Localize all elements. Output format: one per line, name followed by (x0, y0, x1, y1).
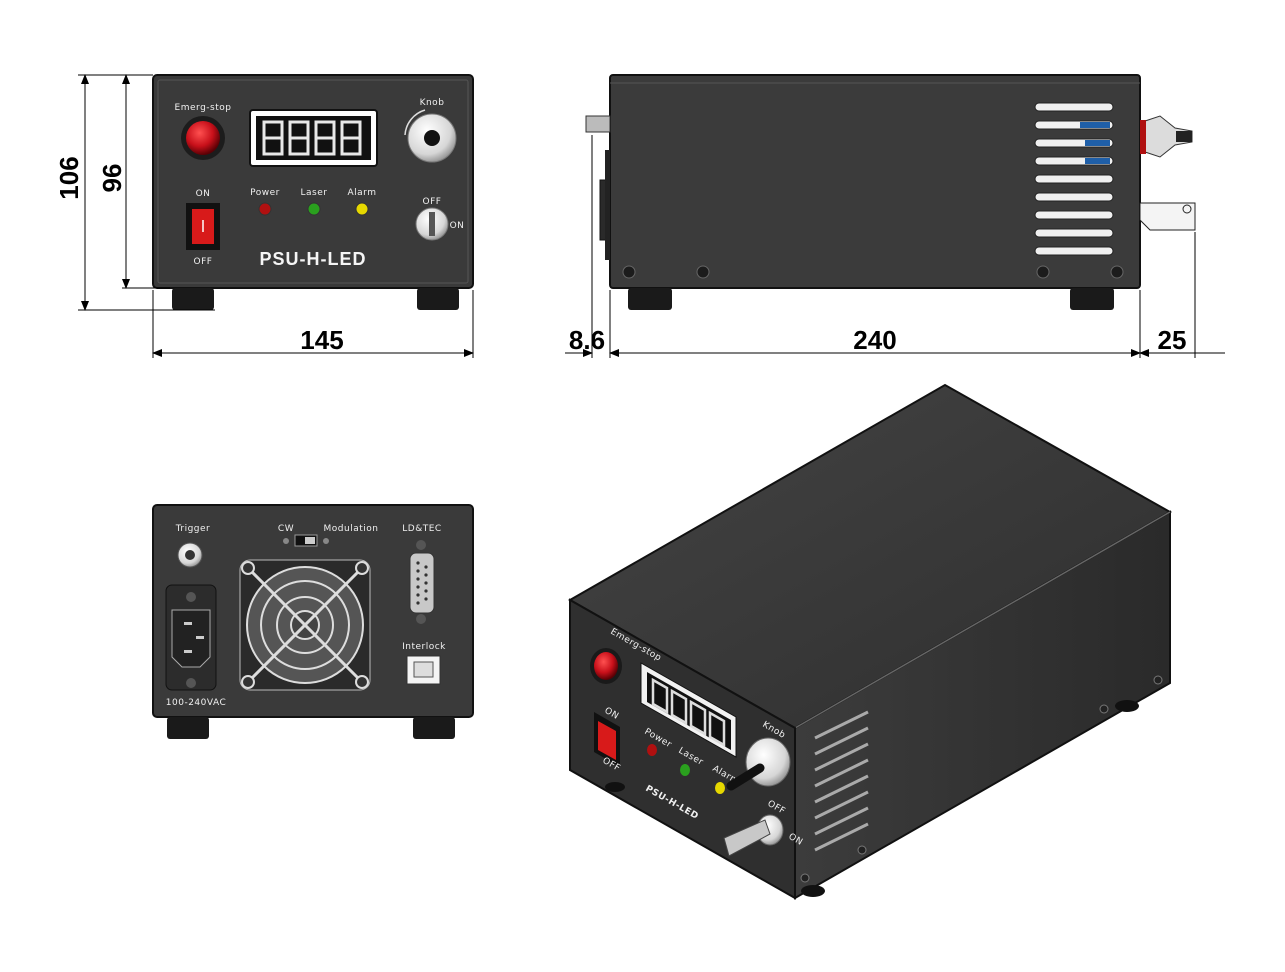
model-name: PSU-H-LED (260, 249, 367, 269)
iso-power-led (647, 744, 657, 756)
ld-tec-label: LD&TEC (402, 524, 441, 534)
knob-label: Knob (420, 98, 445, 108)
iso-control-knob[interactable] (745, 737, 791, 787)
side-screws (622, 265, 1124, 279)
cooling-fan-icon (239, 559, 371, 691)
iso-key-icon (723, 819, 771, 857)
iso-alarm-led (715, 782, 725, 794)
modulation-label: Modulation (324, 524, 379, 534)
iso-laser-led (680, 764, 690, 776)
emerg-stop-label: Emerg-stop (175, 103, 232, 113)
key-off-label: OFF (423, 197, 442, 207)
dim-front-offset: 8.6 (569, 325, 605, 355)
dim-rear-offset: 25 (1158, 325, 1187, 355)
iso-front-face (569, 598, 796, 900)
alarm-led-label: Alarm (348, 188, 377, 198)
laser-led (307, 202, 321, 216)
front-foot-left (172, 288, 214, 310)
isometric-view: Emerg-stop ON OFF Power Laser Alarm Knob… (567, 383, 1173, 900)
emerg-stop-button[interactable] (186, 121, 220, 155)
iso-side-vents (814, 710, 869, 852)
front-foot-right (417, 288, 459, 310)
power-led-label: Power (250, 188, 280, 198)
switch-off-label: OFF (194, 257, 213, 267)
iso-power-rocker-switch[interactable] (598, 721, 616, 760)
ac-input-label: 100-240VAC (166, 698, 226, 708)
switch-on-label: ON (196, 189, 211, 199)
alarm-led (355, 202, 369, 216)
iso-side-screws (800, 675, 1163, 883)
side-dimensions: 8.6 240 25 (565, 135, 1225, 358)
trigger-label: Trigger (175, 524, 211, 534)
rear-view: Trigger CW Modulation 100-240VAC (152, 504, 474, 739)
laser-led-label: Laser (301, 188, 328, 198)
iso-emerg-stop-button[interactable] (594, 652, 618, 680)
rear-bracket (1139, 202, 1196, 231)
dim-width: 145 (300, 325, 343, 355)
dim-length: 240 (853, 325, 896, 355)
front-dimensions: 106 96 145 (54, 74, 474, 358)
key-on-label: ON (450, 221, 465, 231)
dim-height-inner: 96 (97, 164, 127, 193)
interlock-label: Interlock (402, 642, 446, 652)
dim-height-outer: 106 (54, 156, 84, 199)
power-led (258, 202, 272, 216)
side-vents (1034, 102, 1114, 256)
knob-arc-icon (404, 109, 426, 136)
front-view: Emerg-stop Knob ON OFF Power Laser Alarm… (152, 74, 474, 310)
cw-label: CW (278, 524, 294, 534)
display-digits (262, 120, 362, 156)
side-view (585, 74, 1196, 310)
front-panel (152, 74, 474, 289)
side-foot-left (628, 288, 672, 310)
side-foot-right (1070, 288, 1114, 310)
key-slot-icon (429, 212, 435, 236)
ac-power-socket[interactable] (171, 609, 211, 668)
knob-shaft (424, 130, 440, 146)
side-knob-edge (585, 115, 611, 133)
ld-tec-dsub-connector[interactable] (409, 552, 435, 614)
